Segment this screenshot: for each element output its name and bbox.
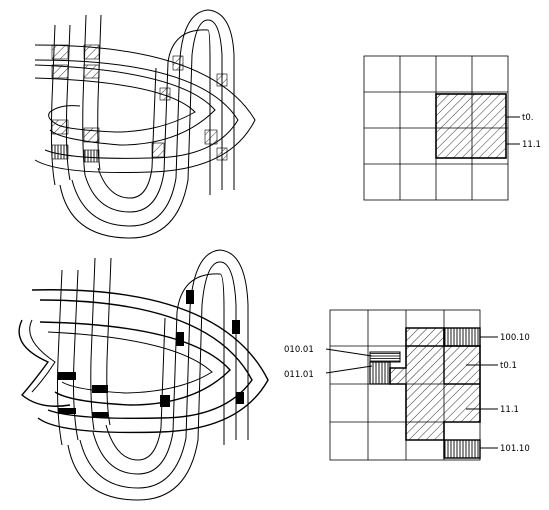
label-t0-1: t0.1 [500,361,517,371]
bottom-thick-crossings [58,290,244,418]
top-voxel-grid: t0. 11.1 [364,56,541,200]
top-hatched-region [436,94,506,158]
bottom-vertical-strip-1 [58,270,79,445]
label-t0: t0. [522,113,533,123]
top-u-shape [60,10,234,238]
leader-line-010-01 [326,349,372,356]
label-101-10: 101.10 [500,444,530,454]
label-11-1-bottom: 11.1 [500,405,519,415]
label-11-1: 11.1 [522,140,541,150]
bottom-u-shape [68,250,248,500]
bottom-tract-drawing [19,250,268,500]
bottom-voxel-grid: 100.10 t0.1 010.01 011.01 11.1 101.10 [284,310,530,460]
bottom-ellipse-loops [19,290,268,433]
label-011-01: 011.01 [284,370,314,380]
label-100-10: 100.10 [500,333,530,343]
label-010-01: 010.01 [284,345,314,355]
top-tract-drawing [35,10,255,238]
leader-line-011-01 [326,366,372,373]
